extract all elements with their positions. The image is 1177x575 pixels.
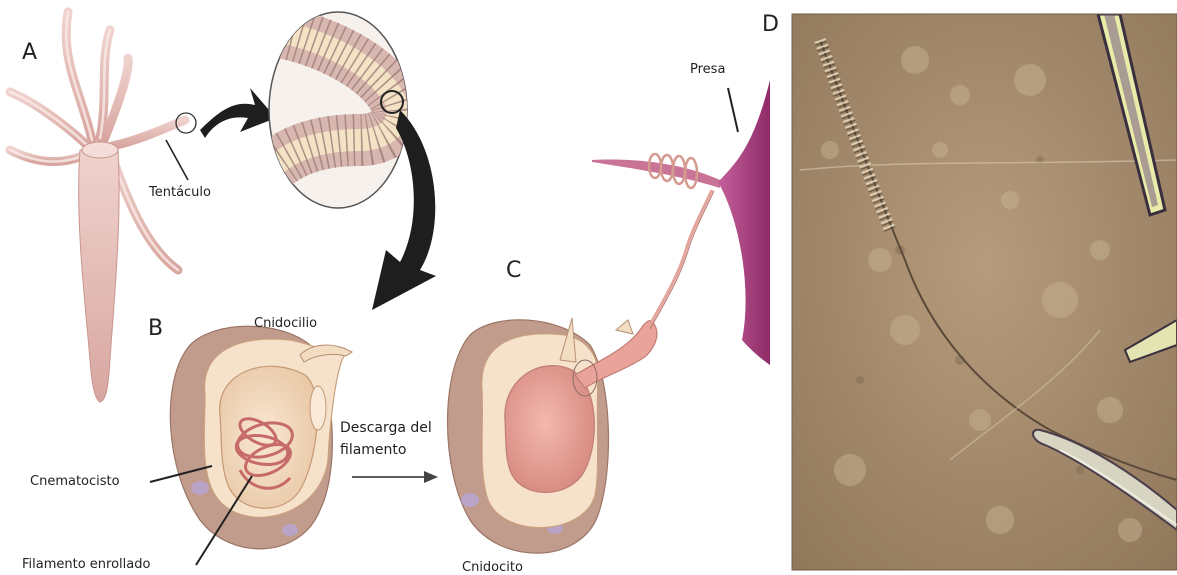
panel-label-d: D: [762, 12, 779, 37]
panel-label-a: A: [22, 40, 37, 65]
label-discharge-line1: Descarga del: [340, 420, 432, 436]
tentacle-zoom-view: [269, 12, 407, 208]
label-cnidocyte: Cnidocito: [462, 560, 523, 575]
cnidocyte-discharged: [448, 154, 721, 553]
discharge-arrow: [424, 471, 438, 483]
prey-shape: [718, 80, 770, 365]
zoom-arrow-1: [200, 88, 276, 138]
label-coiled-filament: Filamento enrollado: [22, 557, 150, 572]
label-prey: Presa: [690, 62, 725, 77]
label-cnidocil: Cnidocilio: [254, 316, 317, 331]
micrograph-photo: [792, 14, 1177, 570]
label-cnematocyst: Cnematocisto: [30, 474, 120, 489]
label-tentacle: Tentáculo: [149, 185, 211, 200]
label-discharge-line2: filamento: [340, 442, 406, 458]
hydra-body: [10, 12, 185, 402]
panel-label-c: C: [506, 258, 521, 283]
cnidocyte-resting: [170, 326, 352, 549]
panel-label-b: B: [148, 316, 163, 341]
